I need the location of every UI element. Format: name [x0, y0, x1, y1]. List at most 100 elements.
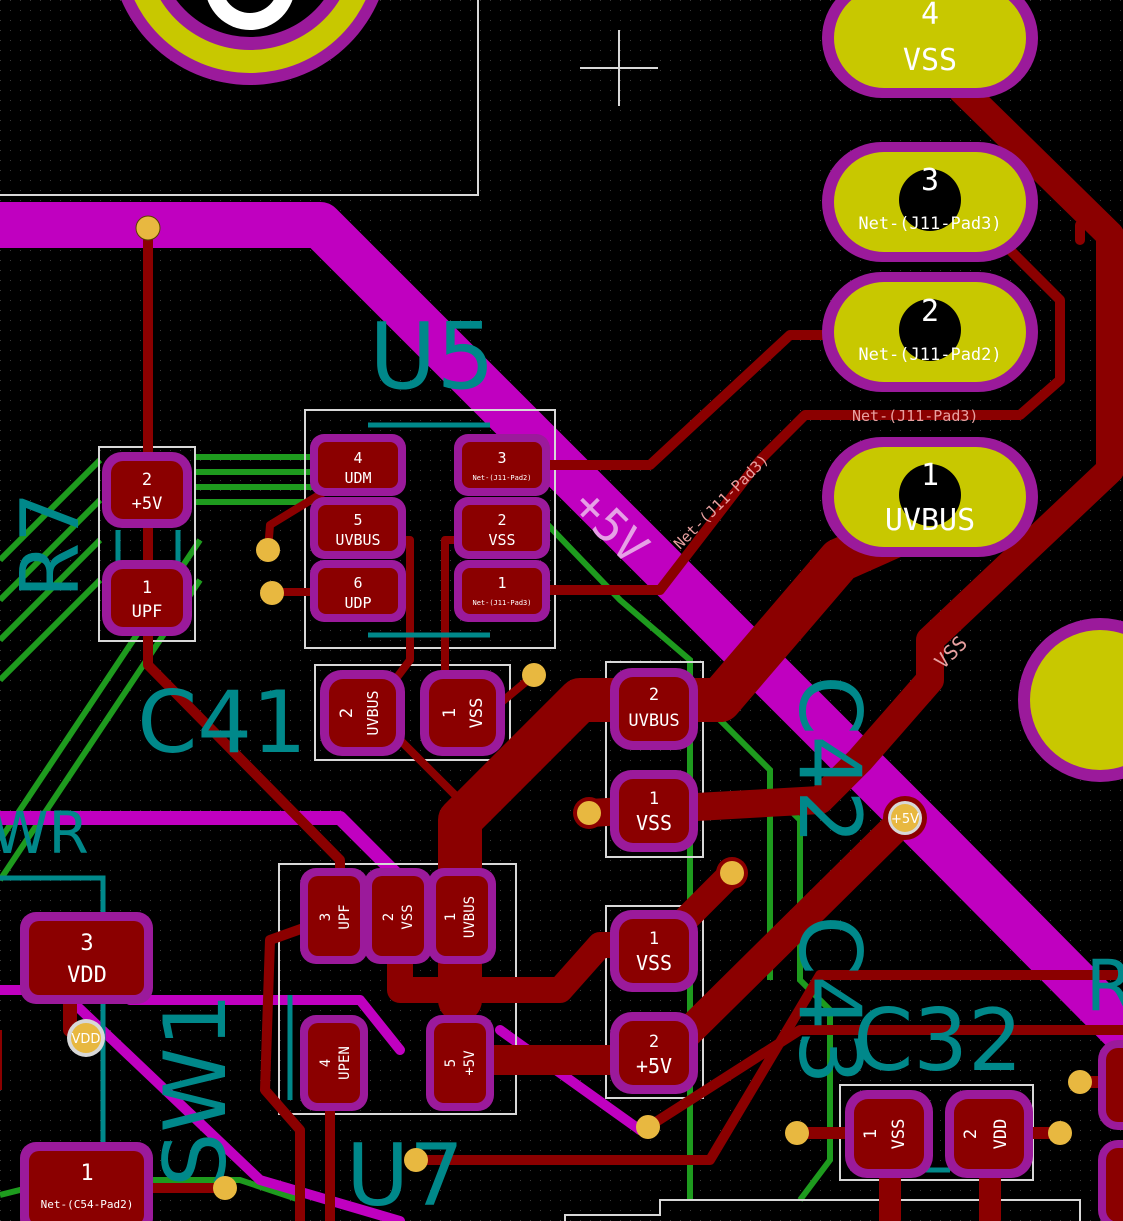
j11-pad-1-number: 1: [921, 458, 939, 493]
via[interactable]: [636, 1115, 660, 1139]
via[interactable]: [1068, 1070, 1092, 1094]
c42-pad-1-num: 1: [649, 789, 659, 809]
mounting-hole-right[interactable]: [1018, 618, 1123, 782]
ref-c42: C42: [779, 675, 879, 844]
j11-pad-2[interactable]: 2 Net-(J11-Pad2): [822, 272, 1038, 392]
via-plus5v[interactable]: +5V: [883, 796, 927, 840]
r7-pad-2[interactable]: 2 +5V: [102, 452, 192, 528]
u5-pad-6[interactable]: 6 UDP: [310, 560, 406, 622]
sw1-pad-3[interactable]: 3 VDD: [20, 912, 153, 1004]
c41-pad-2-net: UVBUS: [364, 690, 382, 735]
r7-pad-1-num: 1: [142, 578, 152, 598]
u5-pad-1-net: Net-(J11-Pad3): [472, 599, 531, 607]
via[interactable]: [720, 861, 744, 885]
u7-pad-3-num: 3: [318, 913, 334, 921]
u7-pad-4-net: UPEN: [337, 1046, 353, 1080]
u5-pad-3-net: Net-(J11-Pad2): [472, 474, 531, 482]
ref-pwr: WR: [0, 799, 89, 867]
edge-pad-right[interactable]: [1098, 1040, 1123, 1221]
u7-pad-1-net: UVBUS: [462, 896, 478, 938]
via[interactable]: [577, 801, 601, 825]
r7-pad-1[interactable]: 1 UPF: [102, 560, 192, 636]
u7-pad-4[interactable]: 4 UPEN: [300, 1015, 368, 1111]
u5-pad-4-net: UDM: [344, 469, 371, 487]
c32-pad-2-net: VDD: [991, 1119, 1011, 1150]
via[interactable]: [785, 1121, 809, 1145]
via[interactable]: [522, 663, 546, 687]
c43-pad-2[interactable]: 2 +5V: [610, 1012, 698, 1094]
u7-pad-3-net: UPF: [337, 904, 353, 929]
u5-pad-5-num: 5: [353, 511, 362, 529]
sw1-pad-1-net: Net-(C54-Pad2): [41, 1198, 134, 1211]
ref-u7: U7: [346, 1126, 464, 1221]
j11-pad-2-number: 2: [921, 294, 939, 329]
r7-pad-2-net: +5V: [132, 494, 163, 514]
via[interactable]: [256, 538, 280, 562]
c41-pad-1-num: 1: [440, 708, 460, 718]
c32-pad-2-num: 2: [961, 1129, 981, 1139]
c32-pad-2[interactable]: 2 VDD: [945, 1090, 1033, 1178]
c42-pad-2-net: UVBUS: [628, 711, 679, 731]
u5-pad-6-num: 6: [353, 574, 362, 592]
via[interactable]: [404, 1148, 428, 1172]
c41-pad-1[interactable]: 1 VSS: [420, 670, 505, 756]
u7-pad-3[interactable]: 3 UPF: [300, 868, 368, 964]
u7-pad-5-num: 5: [443, 1059, 459, 1067]
j11-pad-4[interactable]: 4 VSS: [822, 0, 1038, 98]
r7-pad-1-net: UPF: [132, 602, 163, 622]
via[interactable]: [135, 215, 161, 241]
u7-pad-1-num: 1: [443, 913, 459, 921]
c43-pad-1[interactable]: 1 VSS: [610, 910, 698, 992]
vias[interactable]: [135, 215, 1092, 1200]
u5-pad-2-net: VSS: [488, 531, 515, 549]
via[interactable]: [1048, 1121, 1072, 1145]
mounting-hole-top[interactable]: [110, 0, 390, 85]
j11-pad-4-net: VSS: [903, 43, 957, 78]
via[interactable]: [260, 581, 284, 605]
ref-c43: C43: [779, 915, 879, 1084]
c42-pad-2[interactable]: 2 UVBUS: [610, 668, 698, 750]
u7-pad-5[interactable]: 5 +5V: [426, 1015, 494, 1111]
u5-pad-4[interactable]: 4 UDM: [310, 434, 406, 496]
ref-c32: C32: [853, 991, 1022, 1091]
u5-pad-3-num: 3: [497, 449, 506, 467]
sw1-pad-1[interactable]: 1 Net-(C54-Pad2): [20, 1142, 153, 1221]
u5-pad-3[interactable]: 3 Net-(J11-Pad2): [454, 434, 550, 496]
ref-c41: C41: [137, 673, 306, 773]
via[interactable]: [213, 1176, 237, 1200]
j11-pad-4-number: 4: [921, 0, 939, 32]
j11-pad-3[interactable]: 3 Net-(J11-Pad3): [822, 142, 1038, 262]
c41-pad-2-num: 2: [337, 708, 357, 718]
c32-pad-1-num: 1: [861, 1129, 881, 1139]
c43-pad-1-num: 1: [649, 929, 659, 949]
c32-pad-1-net: VSS: [889, 1119, 909, 1150]
via-vdd[interactable]: VDD: [67, 1019, 105, 1057]
u7-pad-2[interactable]: 2 VSS: [364, 868, 432, 964]
u5-pad-1[interactable]: 1 Net-(J11-Pad3): [454, 560, 550, 622]
u5-pad-2-num: 2: [497, 511, 506, 529]
j11-pad-3-number: 3: [921, 163, 939, 198]
sw1-silk-outline: [0, 875, 106, 1160]
u5-pad-2[interactable]: 2 VSS: [454, 497, 550, 559]
c43-pad-2-num: 2: [649, 1032, 659, 1052]
via-vdd-label: VDD: [72, 1032, 101, 1047]
u7-pad-4-num: 4: [318, 1059, 334, 1067]
via-plus5v-label: +5V: [891, 812, 919, 827]
j11-pad-1[interactable]: 1 UVBUS: [822, 437, 1038, 557]
u5-pad-4-num: 4: [353, 449, 362, 467]
edge-pad-left[interactable]: [0, 1030, 2, 1090]
c41-pad-2[interactable]: 2 UVBUS: [320, 670, 405, 756]
track-label-j11p3-horiz: Net-(J11-Pad3): [852, 407, 978, 425]
ref-u5: U5: [369, 303, 495, 410]
sw1-pad-1-num: 1: [80, 1161, 93, 1186]
ref-r7: R7: [4, 492, 97, 598]
c43-pad-1-net: VSS: [636, 951, 672, 975]
u5-pad-5[interactable]: 5 UVBUS: [310, 497, 406, 559]
u7-pad-1[interactable]: 1 UVBUS: [428, 868, 496, 964]
c32-pad-1[interactable]: 1 VSS: [845, 1090, 933, 1178]
c43-pad-2-net: +5V: [636, 1054, 672, 1078]
c42-pad-1[interactable]: 1 VSS: [610, 770, 698, 852]
c42-pad-2-num: 2: [649, 685, 659, 705]
u5-pad-5-net: UVBUS: [335, 531, 380, 549]
